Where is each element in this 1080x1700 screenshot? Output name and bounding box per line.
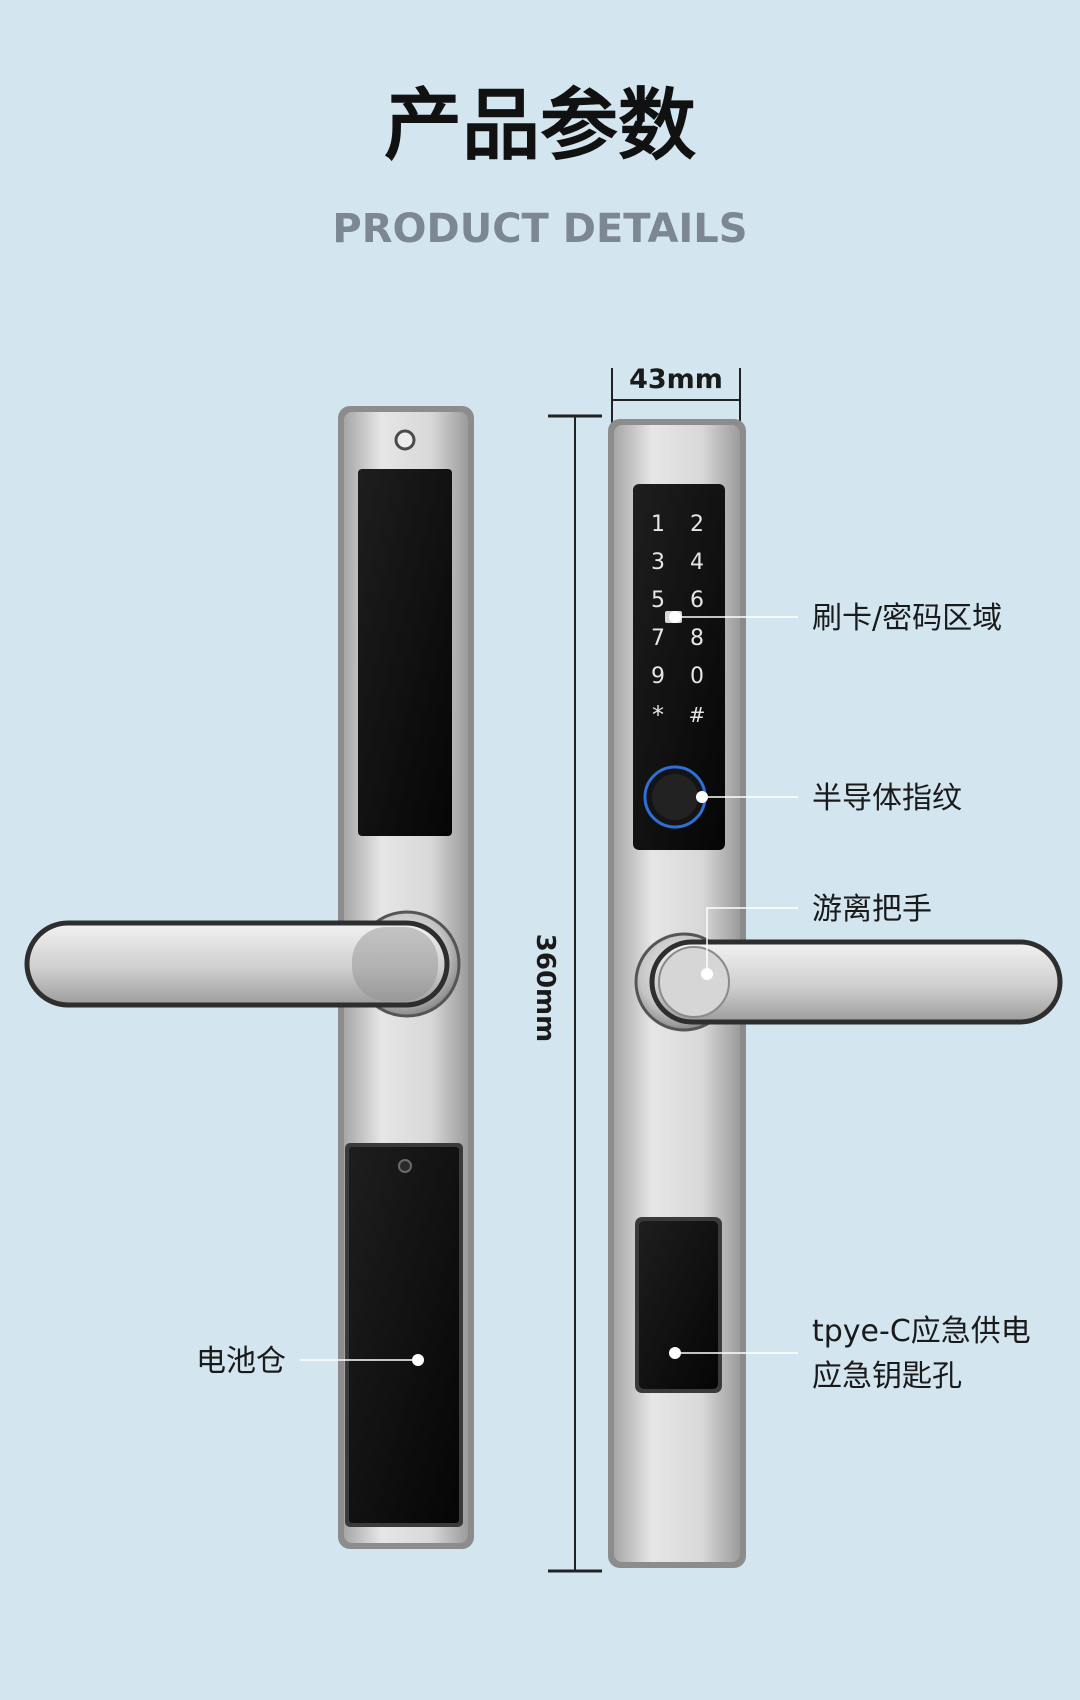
fingerprint-sensor-icon	[652, 774, 698, 820]
typec-port-cover	[639, 1221, 718, 1389]
callout-typec: tpye-C应急供电 应急钥匙孔	[669, 1314, 1031, 1394]
keypad-key: *	[652, 701, 664, 729]
keypad-key: 4	[690, 550, 704, 575]
front-panel-lock: 1 2 3 4 5 6 7 8 9 0 * #	[608, 419, 1063, 1568]
back-handle-hub	[352, 927, 438, 1001]
keypad-key: 3	[651, 550, 665, 575]
width-dimension-label: 43mm	[629, 364, 723, 395]
callout-label-typec: tpye-C应急供电	[812, 1314, 1031, 1349]
width-dimension: 43mm	[611, 364, 741, 428]
callout-dot	[701, 968, 713, 980]
back-handle-lever	[24, 920, 450, 1008]
front-handle-lever	[649, 939, 1063, 1025]
keypad-key: 1	[651, 512, 665, 537]
battery-compartment	[349, 1147, 459, 1523]
callout-label-free-handle: 游离把手	[812, 892, 932, 927]
height-dimension-label: 360mm	[530, 934, 560, 1042]
callout-dot	[412, 1354, 424, 1366]
callout-label-battery: 电池仓	[196, 1344, 286, 1379]
back-top-window	[358, 469, 452, 836]
callout-label-fingerprint: 半导体指纹	[812, 781, 962, 816]
keypad-key: 2	[690, 512, 704, 537]
keypad-panel	[633, 484, 725, 850]
height-dimension: 360mm	[530, 414, 602, 1573]
keypad-key: 5	[651, 588, 665, 613]
keypad-key: 7	[651, 626, 665, 651]
back-panel-lock	[24, 406, 474, 1549]
callout-label-card-password: 刷卡/密码区域	[812, 601, 1002, 636]
front-handle-hub	[658, 946, 730, 1018]
keypad-key: 6	[690, 588, 704, 613]
keypad-key: 9	[651, 664, 665, 689]
callout-line	[706, 907, 798, 974]
mounting-hole-icon	[394, 429, 416, 451]
page-subtitle: PRODUCT DETAILS	[332, 206, 747, 252]
callout-battery: 电池仓	[196, 1344, 424, 1379]
callout-fingerprint: 半导体指纹	[696, 781, 962, 816]
battery-screw-icon	[398, 1159, 412, 1173]
callout-dot	[669, 611, 681, 623]
callout-dot	[696, 791, 708, 803]
keypad-key: 0	[690, 664, 704, 689]
keypad-key: 8	[690, 626, 704, 651]
callout-dot	[669, 1347, 681, 1359]
callout-label-emergency-key: 应急钥匙孔	[812, 1359, 962, 1394]
callout-free-handle: 游离把手	[701, 892, 932, 980]
keypad-key: #	[689, 703, 706, 727]
page-title: 产品参数	[384, 81, 696, 171]
callout-card-password: 刷卡/密码区域	[669, 601, 1002, 636]
